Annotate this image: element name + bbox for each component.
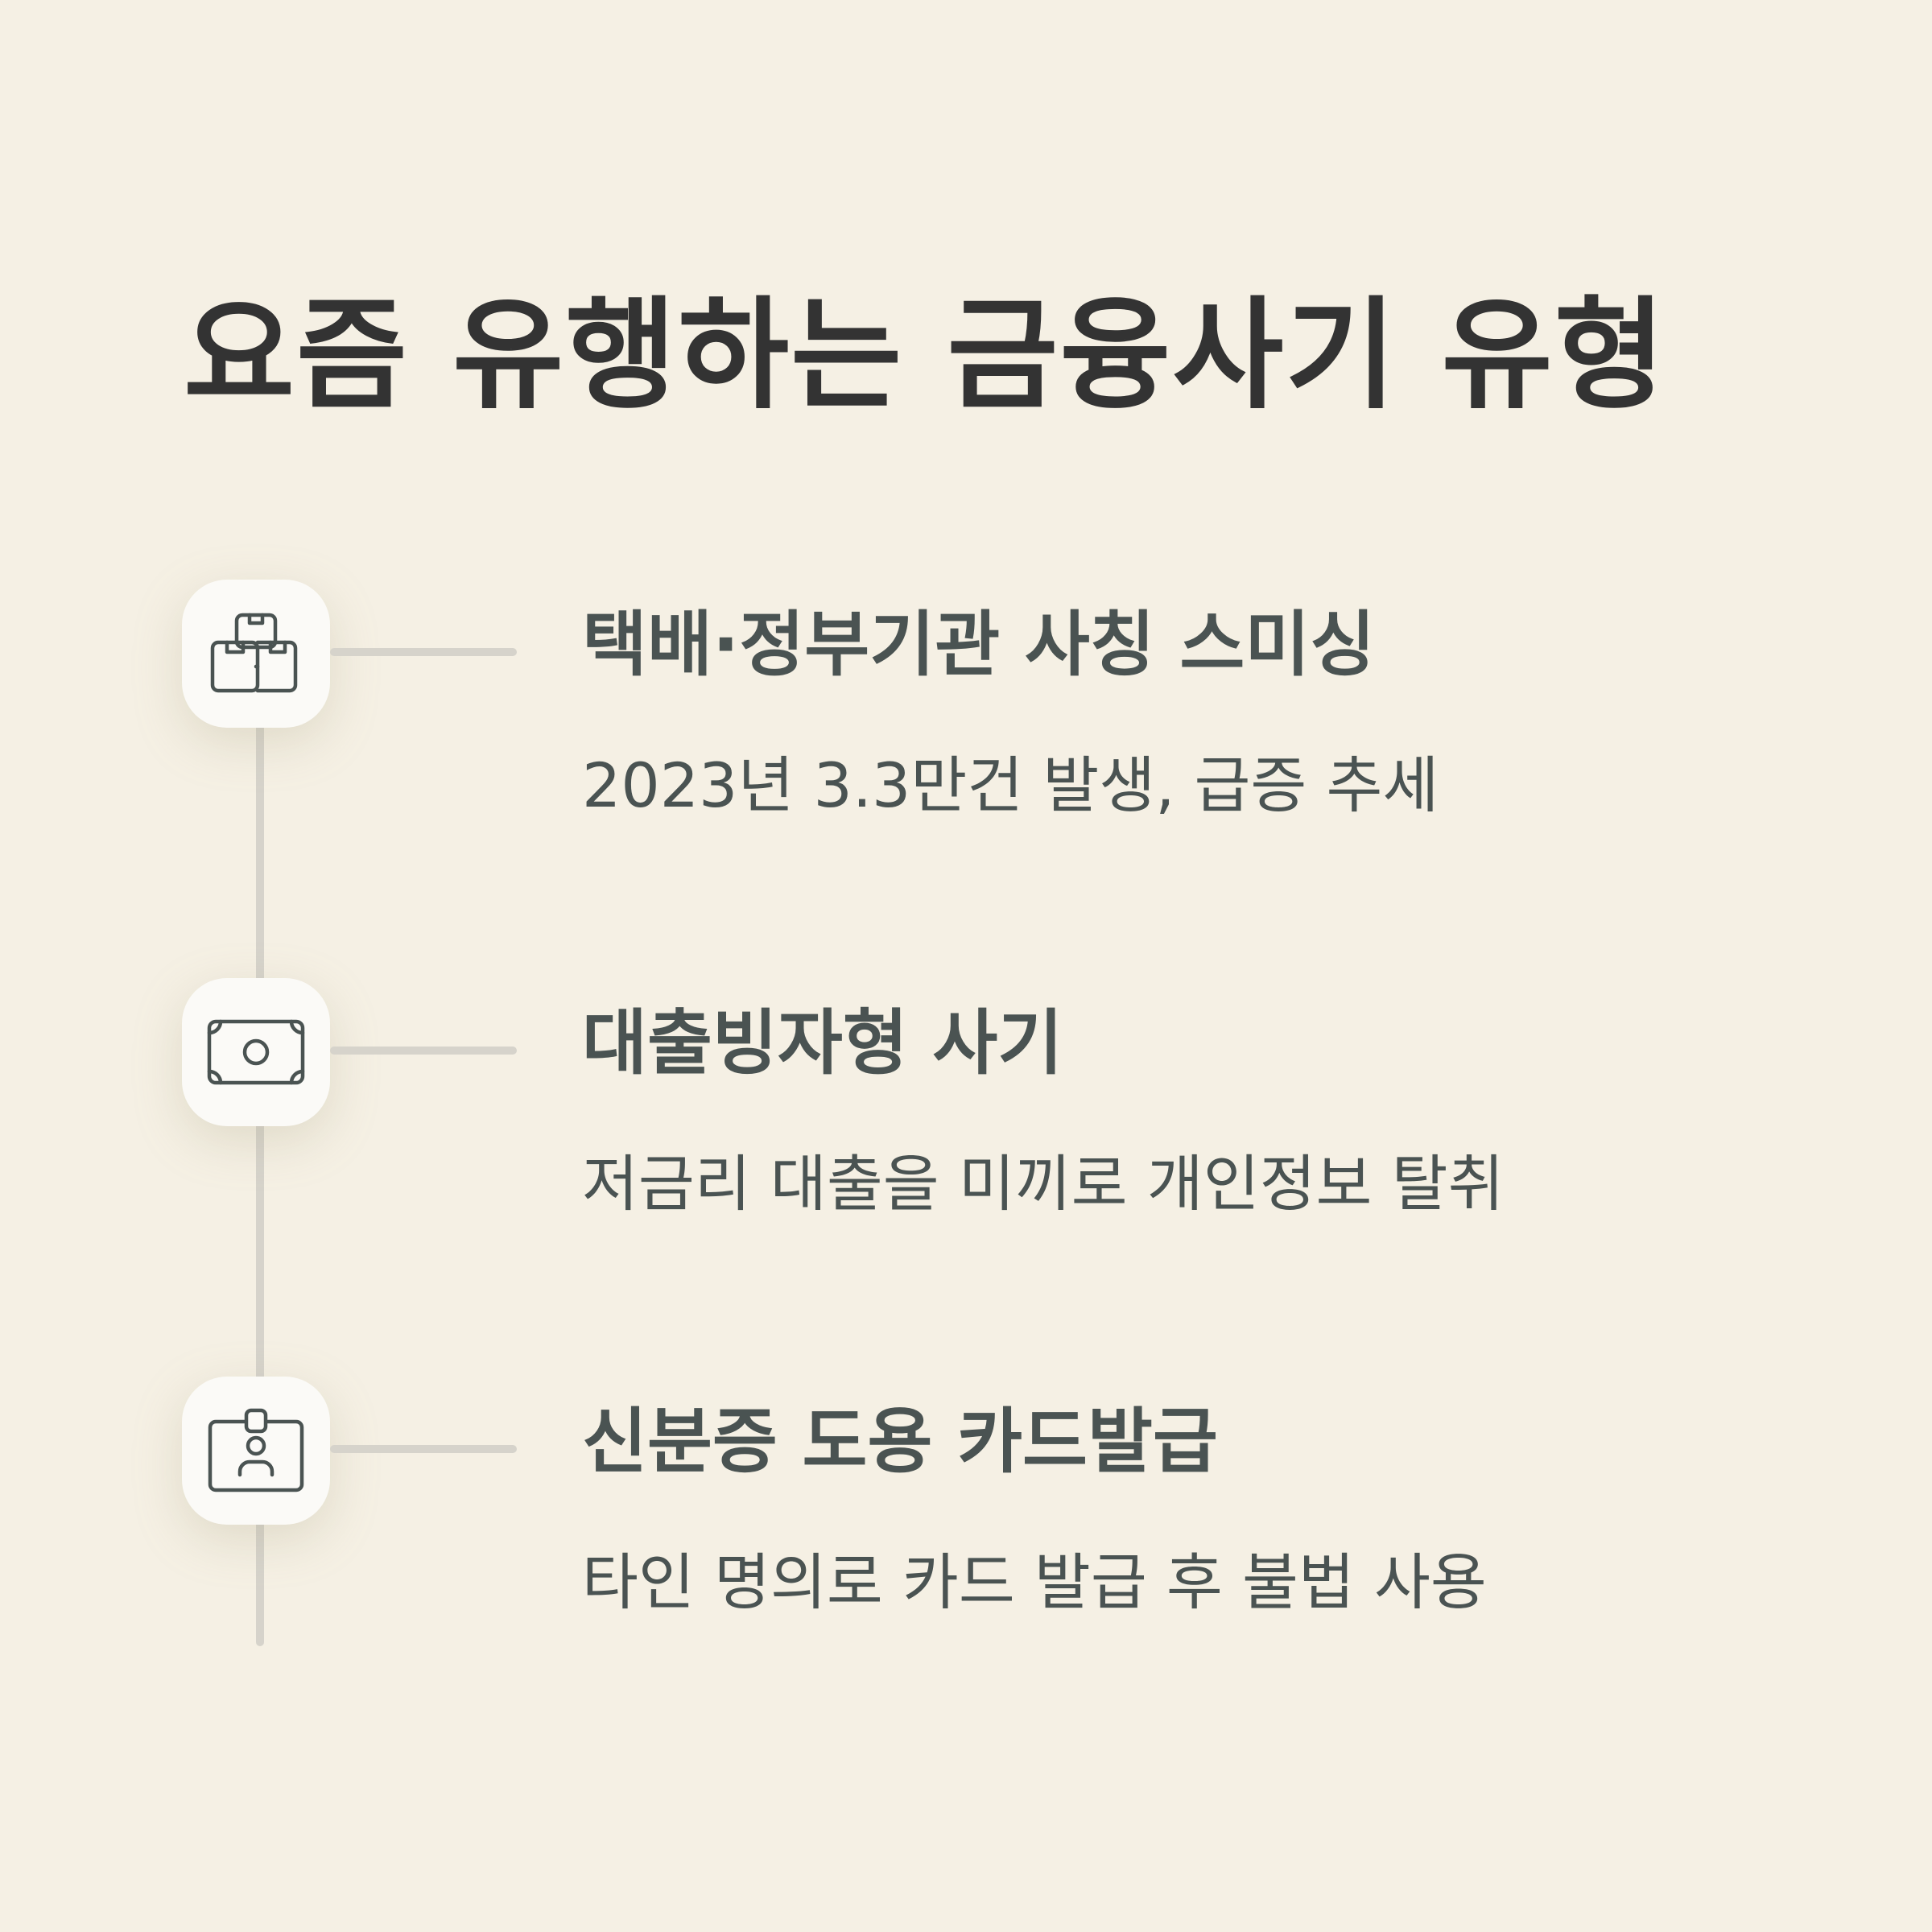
item-title: 신분증 도용 카드발급 <box>582 1400 1218 1483</box>
connector-line <box>330 648 517 656</box>
item-title: 대출빙자형 사기 <box>582 1001 1063 1084</box>
item-description: 2023년 3.3만건 발생, 급증 추세 <box>582 749 1439 821</box>
item-title: 택배·정부기관 사칭 스미싱 <box>582 603 1376 686</box>
icon-container <box>182 1377 330 1525</box>
item-description: 타인 명의로 카드 발급 후 불법 사용 <box>582 1546 1487 1618</box>
connector-line <box>330 1445 517 1453</box>
banknote-icon <box>207 1019 305 1085</box>
page-title: 요즘 유행하는 금융사기 유형 <box>184 286 1667 426</box>
item-description: 저금리 대출을 미끼로 개인정보 탈취 <box>582 1148 1505 1220</box>
icon-container <box>182 978 330 1126</box>
list-item: 택배·정부기관 사칭 스미싱 2023년 3.3만건 발생, 급증 추세 <box>0 580 1932 902</box>
connector-line <box>330 1046 517 1055</box>
list-item: 신분증 도용 카드발급 타인 명의로 카드 발급 후 불법 사용 <box>0 1377 1932 1699</box>
timeline-line <box>256 652 264 1646</box>
list-item: 대출빙자형 사기 저금리 대출을 미끼로 개인정보 탈취 <box>0 978 1932 1300</box>
icon-container <box>182 580 330 728</box>
id-card-icon <box>208 1408 304 1492</box>
package-boxes-icon <box>210 613 298 693</box>
